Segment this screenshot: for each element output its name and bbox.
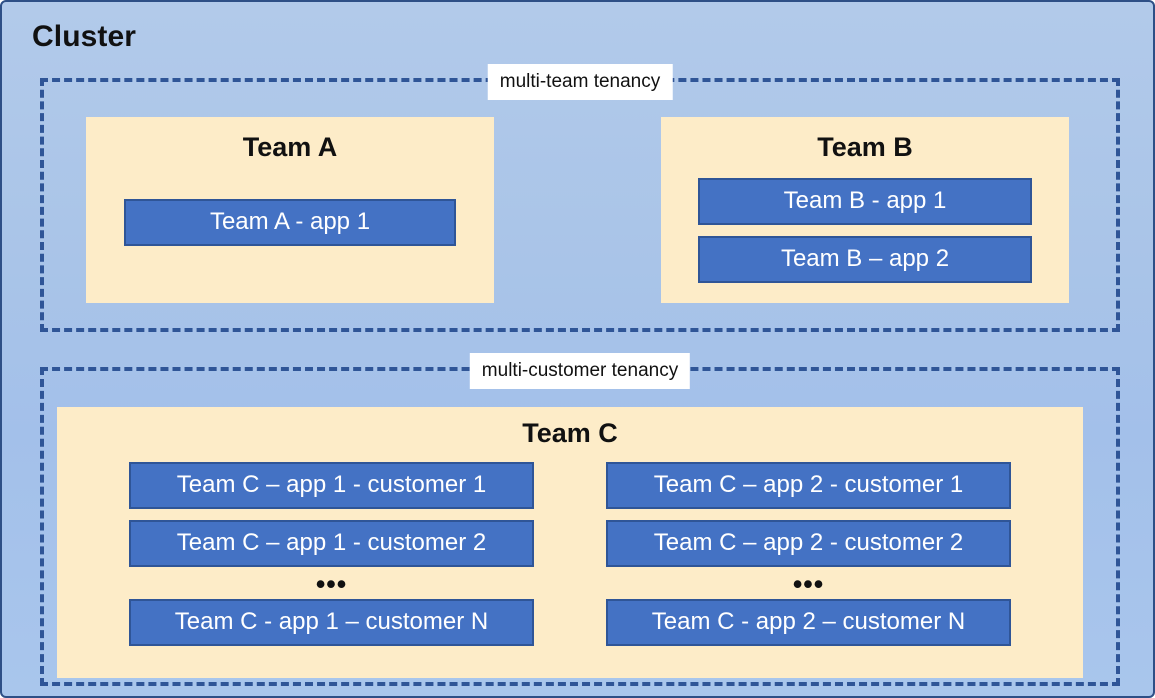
team-b-title: Team B [817, 132, 913, 162]
team-c-title: Team C [522, 418, 618, 448]
team-c-app-columns: Team C – app 1 - customer 1 Team C – app… [57, 449, 1083, 646]
ellipsis-team-c-app-1: ••• [315, 569, 348, 599]
tenancy-label-multi-customer: multi-customer tenancy [469, 353, 691, 389]
team-b-app-list: Team B - app 1 Team B – app 2 [698, 178, 1032, 283]
team-panel-c: Team C Team C – app 1 - customer 1 Team … [57, 407, 1083, 678]
app-box-team-c-app-2-customer-n[interactable]: Team C - app 2 – customer N [606, 599, 1011, 646]
app-box-team-c-app-1-customer-1[interactable]: Team C – app 1 - customer 1 [129, 462, 534, 509]
app-box-team-c-app-1-customer-n[interactable]: Team C - app 1 – customer N [129, 599, 534, 646]
team-c-app-1-column: Team C – app 1 - customer 1 Team C – app… [129, 462, 534, 646]
cluster-title: Cluster [32, 20, 137, 53]
app-box-team-a-app-1[interactable]: Team A - app 1 [124, 199, 456, 246]
app-box-team-b-app-2[interactable]: Team B – app 2 [698, 236, 1032, 283]
team-panel-b: Team B Team B - app 1 Team B – app 2 [661, 117, 1069, 303]
tenancy-label-multi-team: multi-team tenancy [487, 64, 673, 100]
tenancy-group-multi-customer: multi-customer tenancy [40, 353, 1120, 686]
app-box-team-c-app-2-customer-2[interactable]: Team C – app 2 - customer 2 [606, 520, 1011, 567]
team-a-title: Team A [242, 132, 338, 162]
app-box-team-c-app-1-customer-2[interactable]: Team C – app 1 - customer 2 [129, 520, 534, 567]
app-box-team-b-app-1[interactable]: Team B - app 1 [698, 178, 1032, 225]
ellipsis-team-c-app-2: ••• [792, 569, 825, 599]
team-c-app-2-column: Team C – app 2 - customer 1 Team C – app… [606, 462, 1011, 646]
team-panel-a: Team A Team A - app 1 [86, 117, 494, 303]
app-box-team-c-app-2-customer-1[interactable]: Team C – app 2 - customer 1 [606, 462, 1011, 509]
tenancy-group-multi-team: multi-team tenancy [40, 64, 1120, 332]
team-a-app-list: Team A - app 1 [124, 199, 456, 246]
